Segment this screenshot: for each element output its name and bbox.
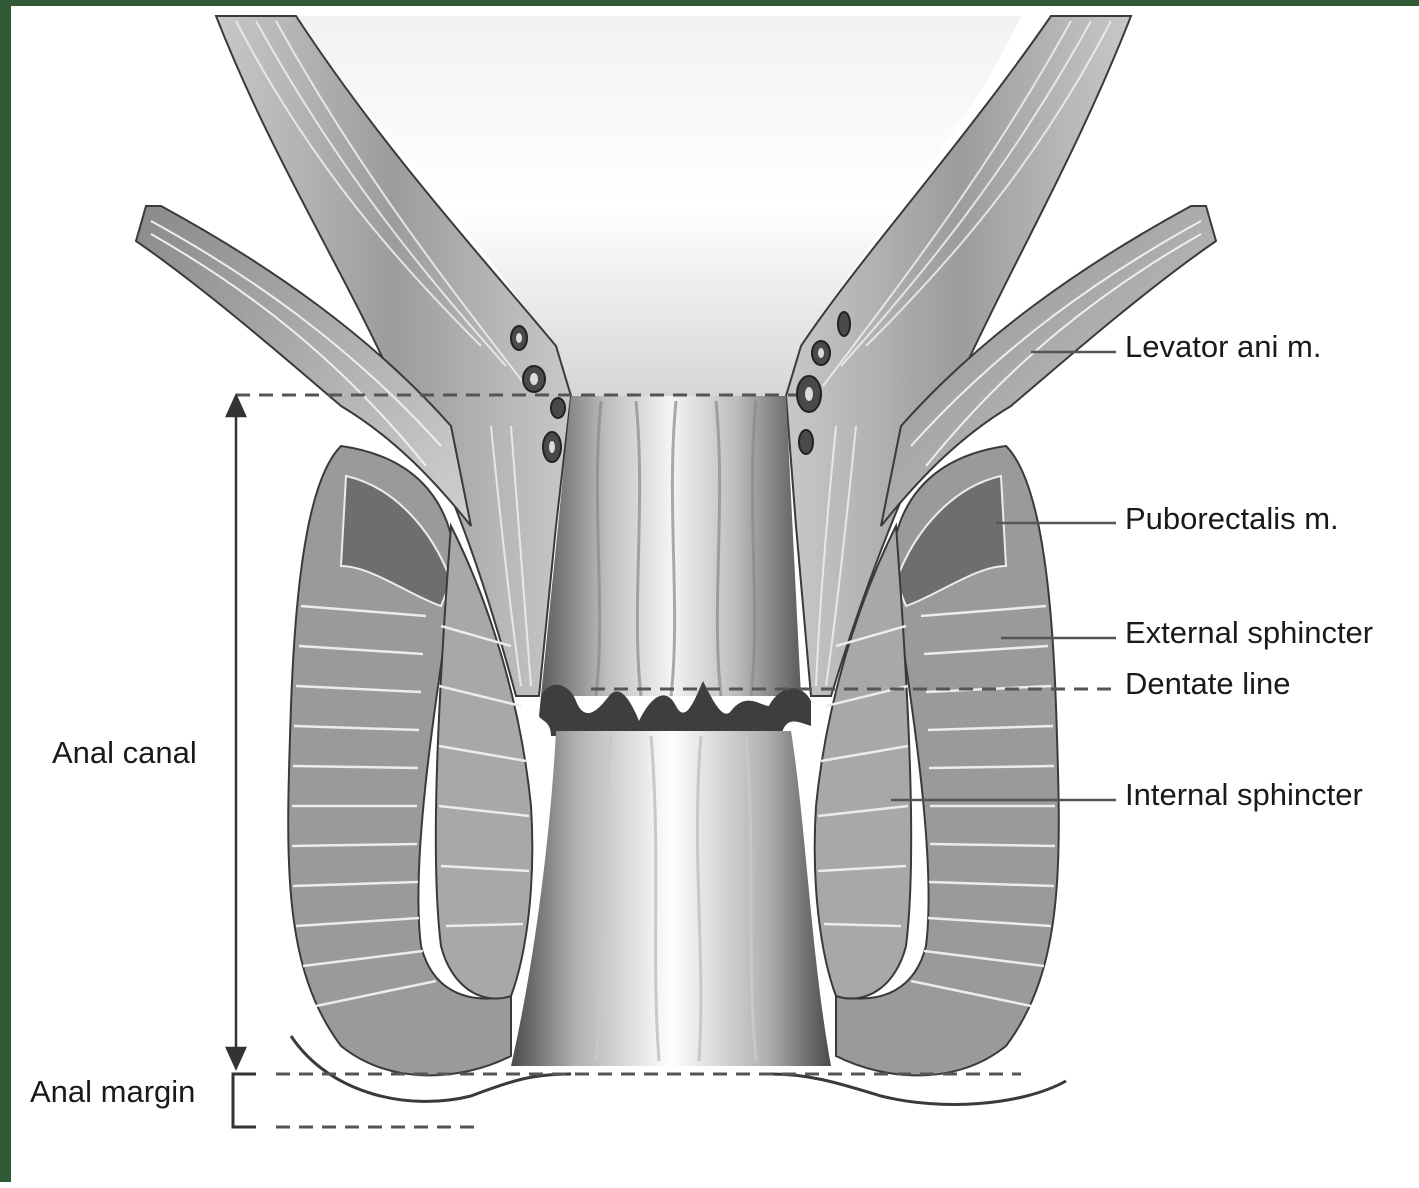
label-dentate-line: Dentate line [1125,668,1290,699]
label-internal-sphincter: Internal sphincter [1125,779,1363,810]
anal-canal-arrow [227,396,245,1068]
label-levator-ani: Levator ani m. [1125,331,1321,362]
lower-anal-canal [511,731,831,1066]
anal-margin-bracket [233,1074,256,1127]
label-anal-canal: Anal canal [52,737,197,768]
anal-verge-right [771,1074,1066,1104]
label-anal-margin: Anal margin [30,1076,195,1107]
upper-anal-canal [541,396,801,696]
label-puborectalis: Puborectalis m. [1125,503,1339,534]
anal-canal-anatomy-diagram [11,6,1419,1188]
label-external-sphincter: External sphincter [1125,617,1373,648]
